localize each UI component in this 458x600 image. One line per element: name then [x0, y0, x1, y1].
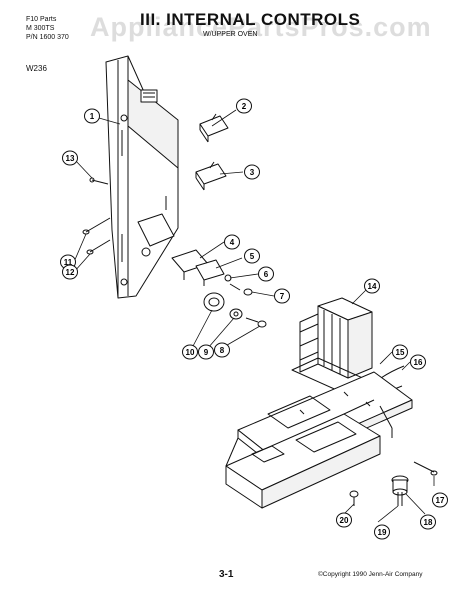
- page-number: 3-1: [219, 569, 234, 580]
- callout-9: 9: [198, 344, 214, 360]
- callout-8: 8: [214, 342, 230, 358]
- callout-number: 4: [230, 238, 235, 247]
- callout-15: 15: [392, 344, 408, 360]
- callout-12: 12: [62, 264, 78, 280]
- callout-circle: [62, 150, 78, 166]
- page-title: III. INTERNAL CONTROLS: [140, 10, 361, 29]
- callout-number: 16: [414, 358, 423, 367]
- switch-part-2: [199, 113, 229, 143]
- callout-number: 8: [220, 346, 225, 355]
- callout-13: 13: [62, 150, 78, 166]
- model-number: W236: [26, 64, 47, 73]
- callout-circle: [420, 514, 436, 530]
- callout-circle: [336, 512, 352, 528]
- watermark-logo: AppliancePartsPros.com: [90, 12, 432, 42]
- leader-lines: [73, 109, 435, 523]
- callout-circle: [236, 98, 252, 114]
- callout-10: 10: [182, 344, 198, 360]
- screw-right: [413, 461, 438, 476]
- callout-number: 12: [66, 268, 75, 277]
- callout-number: 17: [436, 496, 445, 505]
- callout-16: 16: [410, 354, 426, 370]
- callout-19: 19: [374, 524, 390, 540]
- callout-18: 18: [420, 514, 436, 530]
- callout-1: 1: [84, 108, 100, 124]
- callout-number: 6: [264, 270, 269, 279]
- callout-circle: [244, 248, 260, 264]
- switch-part-3: [195, 161, 227, 191]
- transformer: [291, 297, 377, 397]
- callout-number: 14: [368, 282, 377, 291]
- callout-number: 1: [90, 112, 95, 121]
- callout-circle: [274, 288, 290, 304]
- page-subtitle: W/UPPER OVEN: [203, 31, 258, 38]
- callout-circle: [84, 108, 100, 124]
- callout-3: 3: [244, 164, 260, 180]
- callout-number: 5: [250, 252, 255, 261]
- mounting-bracket: [105, 55, 179, 299]
- header-line-1: F10 Parts: [26, 16, 57, 23]
- callout-circle: [374, 524, 390, 540]
- callout-number: 9: [204, 348, 209, 357]
- callout-number: 2: [242, 102, 247, 111]
- callout-number: 3: [250, 168, 255, 177]
- callout-number: 19: [378, 528, 387, 537]
- callout-17: 17: [432, 492, 448, 508]
- copyright-notice: ©Copyright 1990 Jenn-Air Company: [318, 571, 423, 578]
- callout-number: 20: [340, 516, 349, 525]
- callout-number: 7: [280, 292, 285, 301]
- callout-14: 14: [364, 278, 380, 294]
- callout-number: 11: [64, 258, 73, 267]
- nut-and-screw: [224, 274, 253, 296]
- callout-circle: [198, 344, 214, 360]
- callout-7: 7: [274, 288, 290, 304]
- callout-circle: [244, 164, 260, 180]
- callout-4: 4: [224, 234, 240, 250]
- callout-circle: [214, 342, 230, 358]
- screws-left: [82, 177, 111, 255]
- callout-5: 5: [244, 248, 260, 264]
- callout-circle: [182, 344, 198, 360]
- callout-number: 15: [396, 348, 405, 357]
- callout-number: 10: [186, 348, 195, 357]
- header-line-3: P/N 1600 370: [26, 34, 69, 41]
- callout-circle: [410, 354, 426, 370]
- leveling-foot: [349, 475, 409, 506]
- knob-assembly: [203, 292, 267, 328]
- callout-number: 13: [66, 154, 75, 163]
- header-line-2: M 300TS: [26, 25, 55, 32]
- callout-number: 18: [424, 518, 433, 527]
- callout-circle: [62, 264, 78, 280]
- chassis-base-plate: [225, 371, 413, 509]
- callout-circle: [392, 344, 408, 360]
- callout-20: 20: [336, 512, 352, 528]
- callout-2: 2: [236, 98, 252, 114]
- callout-6: 6: [258, 266, 274, 282]
- relay-part-4: [171, 249, 225, 286]
- callout-circle: [432, 492, 448, 508]
- callout-circle: [258, 266, 274, 282]
- callout-circle: [364, 278, 380, 294]
- callout-circle: [224, 234, 240, 250]
